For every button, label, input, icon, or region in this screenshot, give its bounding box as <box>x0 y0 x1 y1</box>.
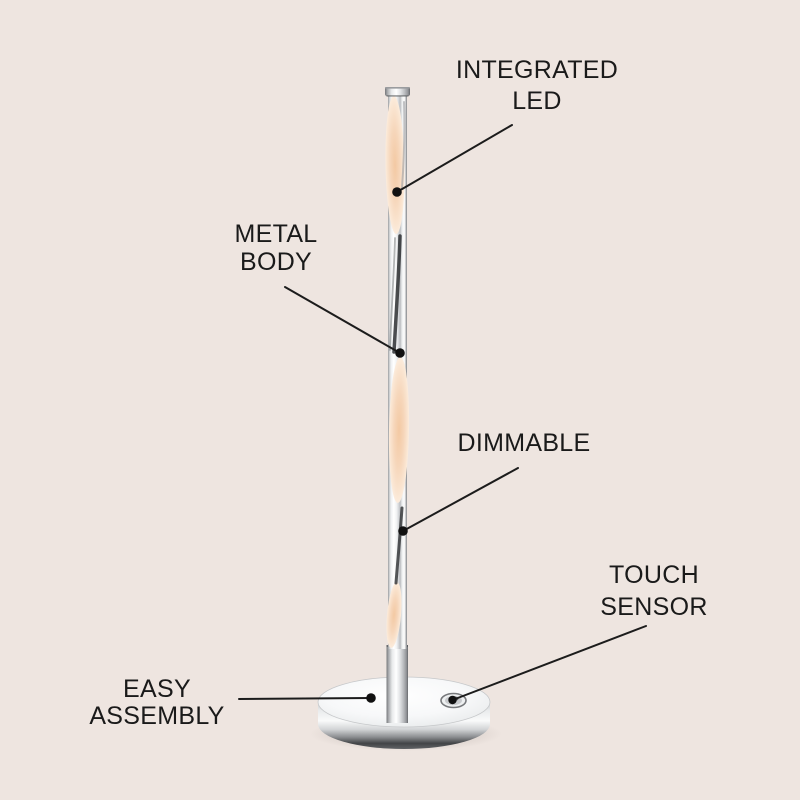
callout-line-metal-body <box>284 286 401 354</box>
callout-dot-touch-sensor <box>448 695 457 705</box>
cap-under-shadow <box>386 95 409 97</box>
led-strip-segment-bottom <box>386 582 402 648</box>
led-strip-segment-middle <box>388 357 410 503</box>
pole-top-cap <box>385 87 410 96</box>
callout-line-easy-assembly <box>238 697 372 700</box>
callout-label-easy-assembly: EASY ASSEMBLY <box>89 675 225 730</box>
twist-seam-top-faint <box>401 101 406 189</box>
twist-seam-upper-soft <box>389 237 396 351</box>
callout-dot-metal-body <box>395 348 405 358</box>
callout-line-dimmable <box>402 467 519 532</box>
callout-label-touch-sensor: TOUCH SENSOR <box>600 561 708 621</box>
callout-dots <box>366 187 457 705</box>
callout-dot-easy-assembly <box>366 693 376 703</box>
callout-dot-dimmable <box>398 526 408 536</box>
cap-top-edge <box>385 87 410 89</box>
callout-label-integrated-led: INTEGRATED LED <box>455 56 619 115</box>
callout-lines <box>238 124 647 701</box>
twist-seam-upper <box>392 234 402 354</box>
callout-line-touch-sensor <box>451 625 647 701</box>
led-strip-segment-top <box>385 96 405 234</box>
pole-socket <box>386 645 408 723</box>
twist-seam-lower <box>394 506 404 585</box>
lamp-pole <box>385 87 410 723</box>
callout-label-metal-body: METAL BODY <box>234 220 318 276</box>
callout-dot-integrated-led <box>392 187 402 197</box>
callout-label-dimmable: DIMMABLE <box>457 429 591 457</box>
callout-line-integrated-led <box>396 124 513 193</box>
